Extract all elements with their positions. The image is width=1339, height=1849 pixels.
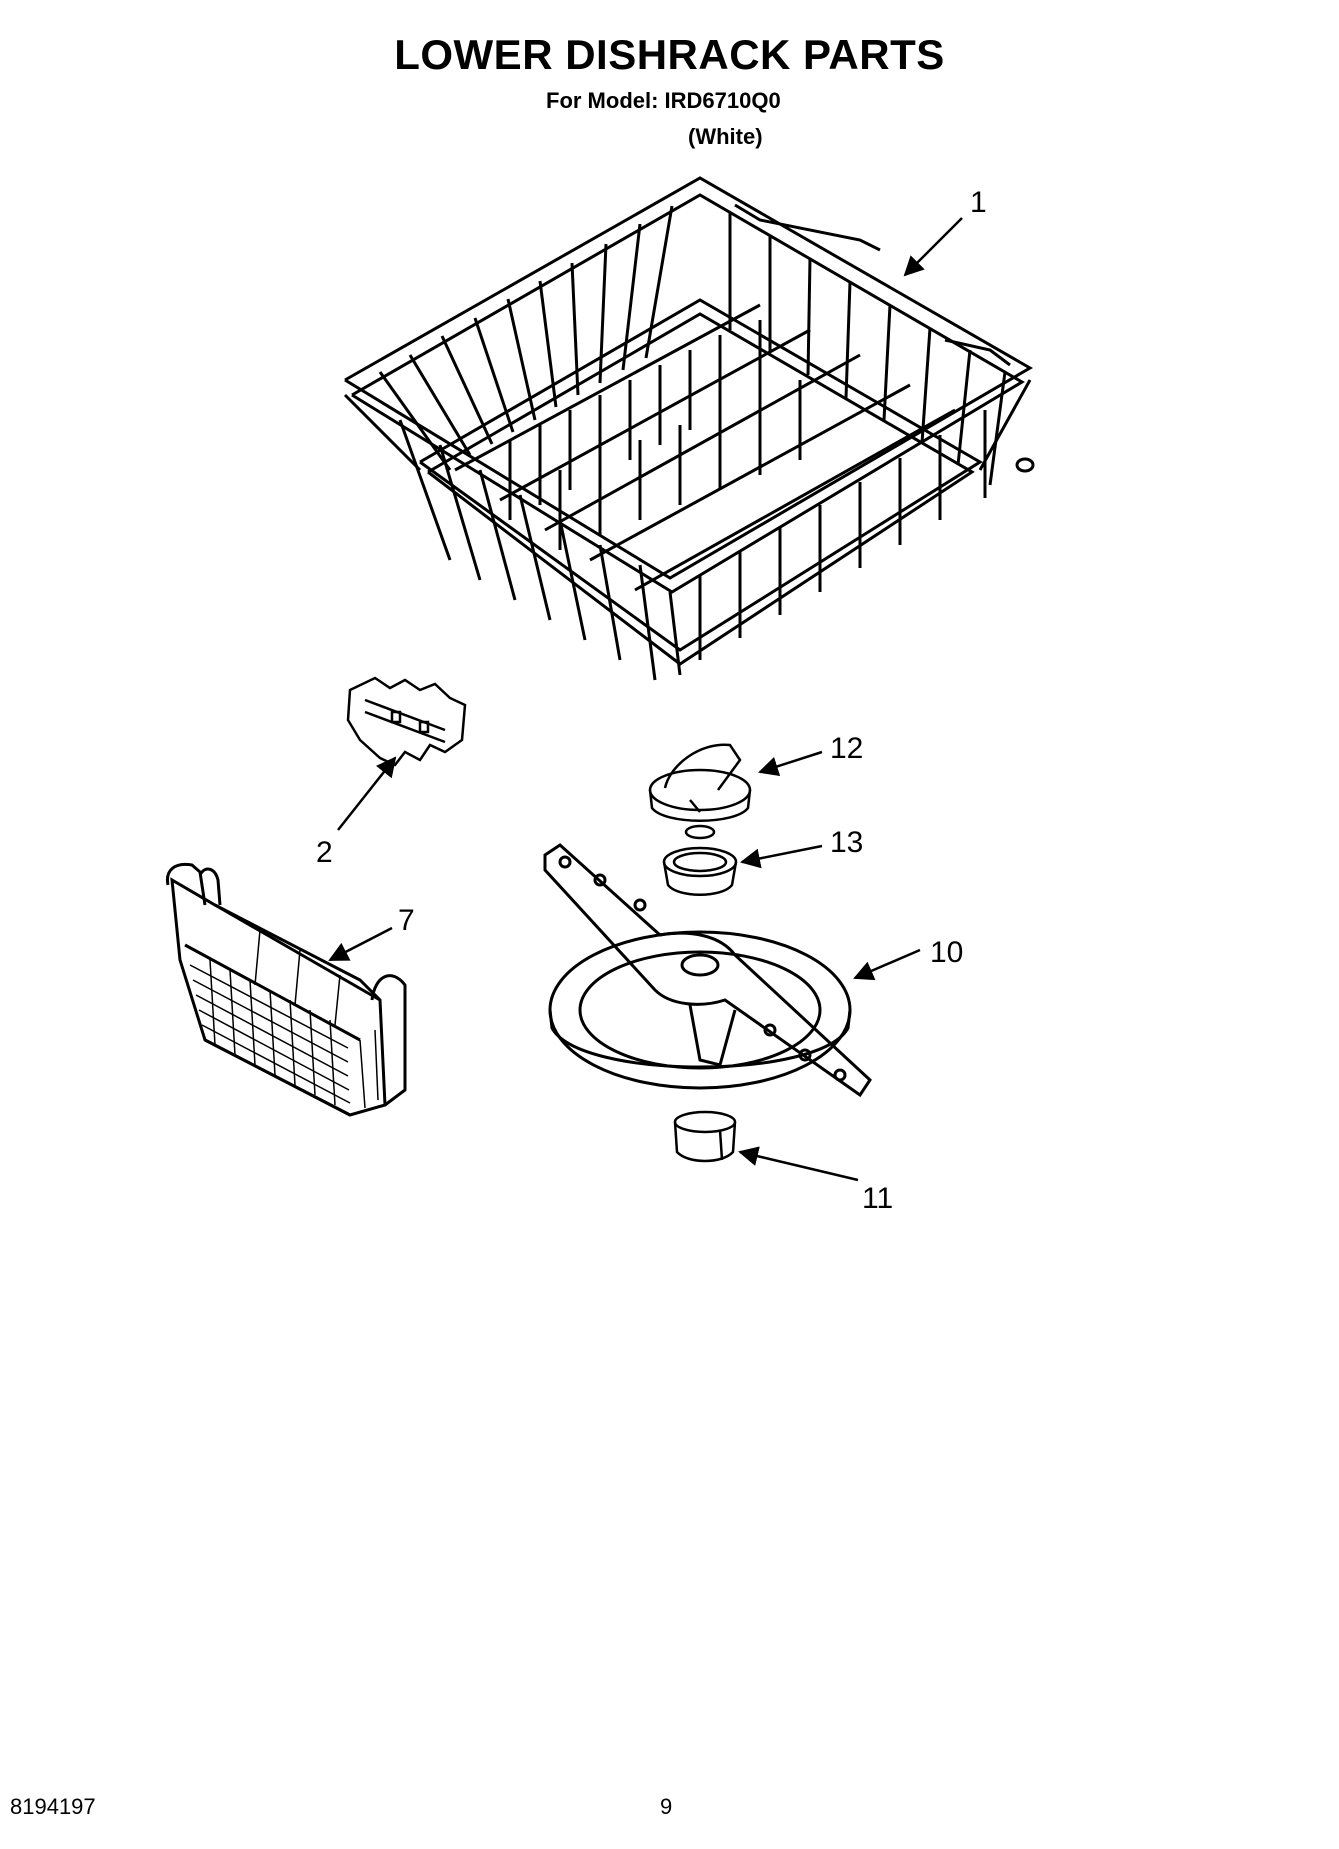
leader-13 xyxy=(740,844,823,869)
leader-2 xyxy=(337,756,397,831)
leader-12 xyxy=(758,750,823,776)
silverware-basket-illustration xyxy=(165,862,407,1117)
callout-12: 12 xyxy=(830,732,863,765)
callout-11: 11 xyxy=(862,1182,893,1215)
clip-illustration xyxy=(346,676,467,767)
page-title: LOWER DISHRACK PARTS xyxy=(394,31,945,78)
ring-illustration xyxy=(673,1110,737,1163)
leader-lines xyxy=(328,217,963,1182)
callout-1: 1 xyxy=(970,186,987,219)
callout-7: 7 xyxy=(398,904,415,937)
variant-label: (White) xyxy=(688,124,763,149)
callout-2: 2 xyxy=(316,836,333,869)
leader-10 xyxy=(853,948,921,981)
dishrack-illustration xyxy=(343,176,1035,681)
model-line: For Model: IRD6710Q0 xyxy=(546,88,781,113)
leader-11 xyxy=(738,1146,859,1182)
leader-1 xyxy=(903,217,963,277)
page-number: 9 xyxy=(660,1794,673,1819)
bearing-illustration xyxy=(662,846,738,896)
spray-arm-illustration xyxy=(543,843,872,1098)
callout-13: 13 xyxy=(830,826,863,859)
document-number: 8194197 xyxy=(10,1794,96,1819)
leader-7 xyxy=(328,926,393,962)
cap-illustration xyxy=(648,743,752,840)
callout-10: 10 xyxy=(930,936,963,969)
